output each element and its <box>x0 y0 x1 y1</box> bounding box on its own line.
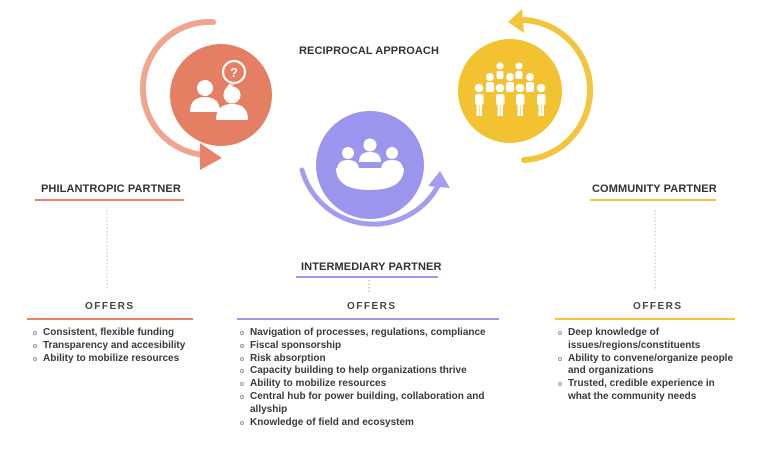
intermediary-title-underline <box>296 276 438 278</box>
philanthropic-arrow-head <box>200 143 222 170</box>
philanthropic-cycle-arrow <box>139 18 216 158</box>
community-offers-list: Deep knowledge of issues/regions/constit… <box>558 327 734 404</box>
list-item: Capacity building to help organizations … <box>240 365 508 378</box>
diagram-heading: RECIPROCAL APPROACH <box>299 45 440 57</box>
intermediary-title: INTERMEDIARY PARTNER <box>301 261 442 273</box>
intermediary-node <box>299 111 450 227</box>
intermediary-offers-label: OFFERS <box>347 301 397 312</box>
list-item: Navigation of processes, regulations, co… <box>240 327 508 340</box>
community-group-icon <box>474 62 546 116</box>
philanthropic-offers-label: OFFERS <box>85 301 135 312</box>
list-item: Central hub for power building, collabor… <box>240 391 512 417</box>
intermediary-cycle-arrow <box>299 167 441 227</box>
philanthropic-offers-list: Consistent, flexible funding Transparenc… <box>33 327 185 365</box>
list-item: Ability to mobilize resources <box>33 353 185 366</box>
list-item: Transparency and accesibility <box>33 340 185 353</box>
intermediary-arrow-head <box>428 171 450 188</box>
community-node <box>458 9 594 163</box>
list-item: Knowledge of field and ecosystem <box>240 417 508 430</box>
list-item: Deep knowledge of issues/regions/constit… <box>558 327 734 353</box>
list-item: Trusted, credible experience in what the… <box>558 378 734 404</box>
list-item: Ability to convene/organize people and o… <box>558 353 734 379</box>
philanthropic-title-underline <box>35 199 184 201</box>
list-item: Risk absorption <box>240 353 508 366</box>
list-item: Ability to mobilize resources <box>240 378 508 391</box>
svg-text:?: ? <box>230 65 238 80</box>
community-title: COMMUNITY PARTNER <box>592 183 717 195</box>
philanthropic-offers-underline <box>27 318 193 320</box>
community-offers-label: OFFERS <box>633 301 683 312</box>
community-arrow-head <box>508 9 524 33</box>
intermediary-offers-list: Navigation of processes, regulations, co… <box>240 327 508 429</box>
people-question-icon: ? <box>190 59 248 120</box>
philanthropic-title: PHILANTROPIC PARTNER <box>41 183 181 195</box>
meeting-table-icon <box>336 138 404 190</box>
list-item: Consistent, flexible funding <box>33 327 185 340</box>
philanthropic-node: ? <box>139 18 272 170</box>
intermediary-circle <box>316 111 424 219</box>
intermediary-offers-underline <box>237 318 499 320</box>
community-offers-underline <box>555 318 735 320</box>
list-item: Fiscal sponsorship <box>240 340 508 353</box>
philanthropic-circle <box>170 44 272 146</box>
community-cycle-arrow <box>513 16 594 163</box>
community-title-underline <box>590 199 716 201</box>
